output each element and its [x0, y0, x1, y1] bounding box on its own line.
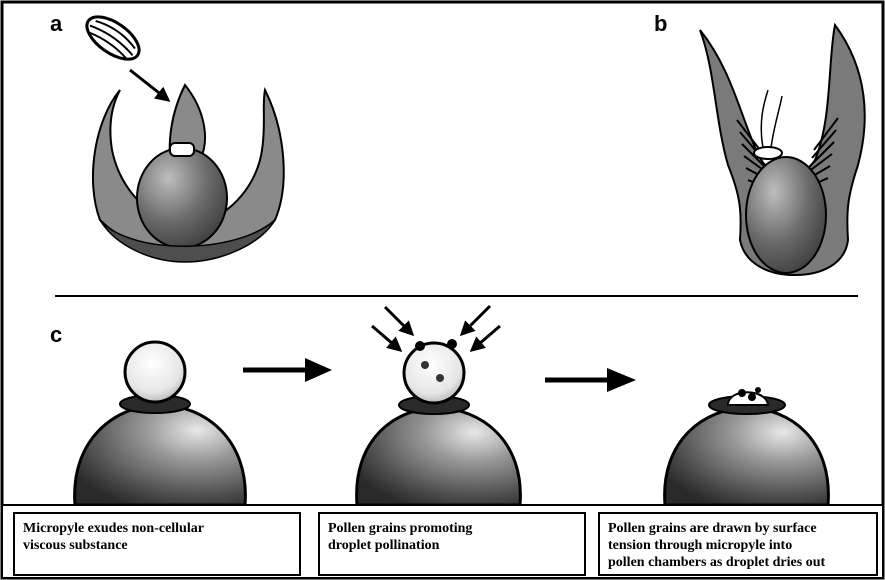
pollen-grain-icon: [755, 387, 761, 393]
caption-stage-3: Pollen grains are drawn by surface tensi…: [598, 512, 878, 576]
caption-stage-2: Pollen grains promoting droplet pollinat…: [318, 512, 586, 576]
panel-c-stage-2: [357, 306, 521, 505]
ovule-dome: [357, 408, 521, 505]
ovule-dome: [665, 408, 829, 505]
ovule: [746, 157, 826, 273]
ovule: [137, 148, 227, 248]
arrow-icon: [462, 306, 490, 334]
pollen-grain-icon: [421, 361, 429, 369]
panel-b: [700, 25, 865, 275]
caption-stage-1: Micropyle exudes non-cellular viscous su…: [13, 512, 301, 576]
pollen-grain-icon: [738, 389, 746, 397]
pollen-grain-icon: [447, 339, 457, 349]
panel-label-a: a: [50, 13, 62, 35]
arrow-icon: [385, 307, 412, 334]
panel-label-c: c: [50, 324, 62, 346]
arrow-icon: [472, 326, 500, 350]
pollen-grain-icon: [415, 341, 425, 351]
micropyle: [754, 147, 782, 159]
pollen-grain-icon: [80, 9, 146, 68]
panel-label-b: b: [654, 13, 667, 35]
ovule-dome: [75, 405, 246, 505]
arrow-icon: [372, 326, 400, 350]
stage-arrow-icon: [243, 358, 332, 382]
arrow-icon: [130, 70, 168, 100]
pollen-grain-icon: [436, 374, 444, 382]
panel-c-stage-3: [665, 387, 829, 505]
micropyle: [170, 143, 194, 156]
panel-c-stage-1: [75, 342, 246, 505]
pollination-droplet: [404, 343, 464, 403]
pollination-droplet: [125, 342, 185, 402]
stage-arrow-icon: [545, 368, 636, 392]
drying-droplet: [728, 392, 768, 405]
pollen-grain-icon: [748, 393, 756, 401]
panel-a: [80, 9, 284, 262]
